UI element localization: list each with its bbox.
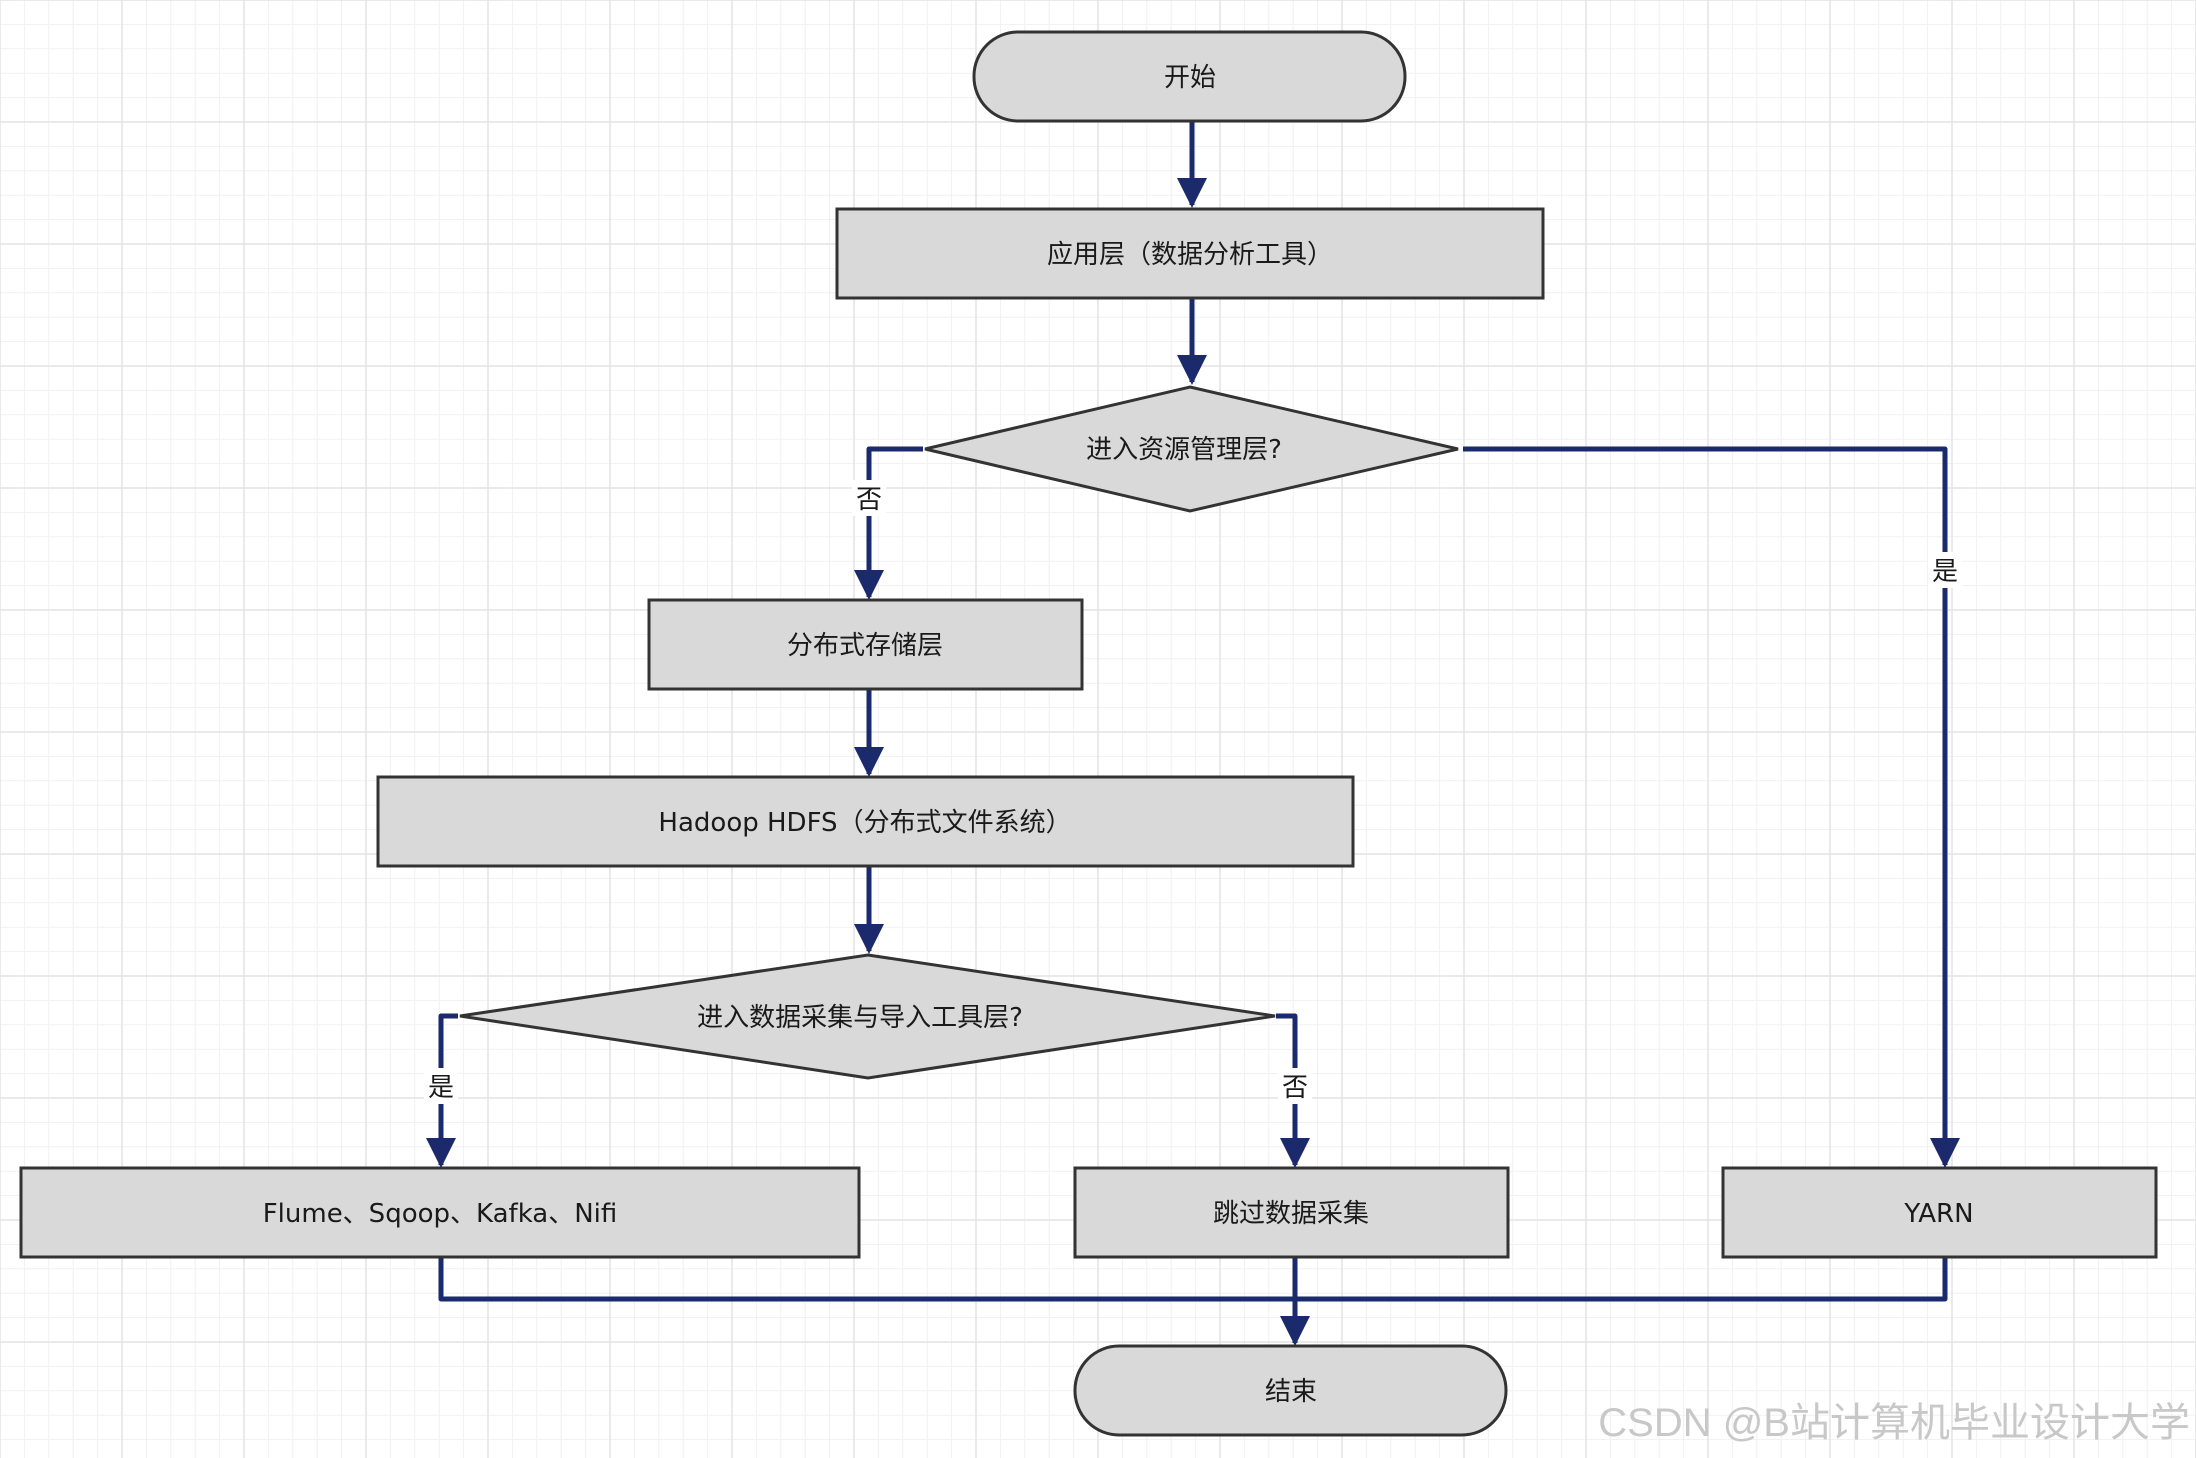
edge-labels: 否 是 是 否 [424,480,1962,1104]
edge-label-resource-no: 否 [856,485,882,515]
nodes: 开始 应用层（数据分析工具） 进入资源管理层? 分布式存储层 Hadoop HD… [19,30,2158,1437]
node-app-layer[interactable]: 应用层（数据分析工具） [835,207,1545,300]
edge-tools-to-merge [438,1256,1948,1302]
node-decision-ingest[interactable]: 进入数据采集与导入工具层? [459,953,1276,1080]
edge-label-ingest-yes: 是 [428,1073,454,1103]
node-decision-ingest-label: 进入数据采集与导入工具层? [697,1003,1023,1033]
node-tools[interactable]: Flume、Sqoop、Kafka、Nifi [19,1166,861,1259]
watermark-text: CSDN @B站计算机毕业设计大学 [1598,1401,2190,1445]
node-skip-label: 跳过数据采集 [1213,1199,1369,1229]
node-yarn[interactable]: YARN [1721,1166,2158,1259]
edges [426,121,1960,1346]
node-yarn-label: YARN [1903,1199,1973,1229]
node-skip[interactable]: 跳过数据采集 [1073,1166,1510,1259]
node-end[interactable]: 结束 [1073,1344,1508,1437]
node-start[interactable]: 开始 [972,30,1407,123]
edge-label-ingest-no: 否 [1282,1073,1308,1103]
node-tools-label: Flume、Sqoop、Kafka、Nifi [263,1199,618,1229]
edge-ingest-yes-to-tools [426,1013,458,1168]
edge-resource-yes-to-yarn [1463,446,1960,1168]
edge-resource-no-to-storage [854,446,923,600]
node-app-layer-label: 应用层（数据分析工具） [1047,240,1333,270]
node-hdfs-label: Hadoop HDFS（分布式文件系统） [658,808,1071,838]
edge-ingest-no-to-skip [1276,1013,1310,1168]
node-storage-layer-label: 分布式存储层 [787,631,943,661]
edge-label-resource-yes: 是 [1932,557,1958,587]
node-hdfs[interactable]: Hadoop HDFS（分布式文件系统） [376,775,1355,868]
node-end-label: 结束 [1265,1377,1317,1407]
node-decision-resource-label: 进入资源管理层? [1086,435,1282,465]
node-start-label: 开始 [1164,63,1216,93]
node-decision-resource[interactable]: 进入资源管理层? [924,385,1459,513]
node-storage-layer[interactable]: 分布式存储层 [647,598,1084,691]
